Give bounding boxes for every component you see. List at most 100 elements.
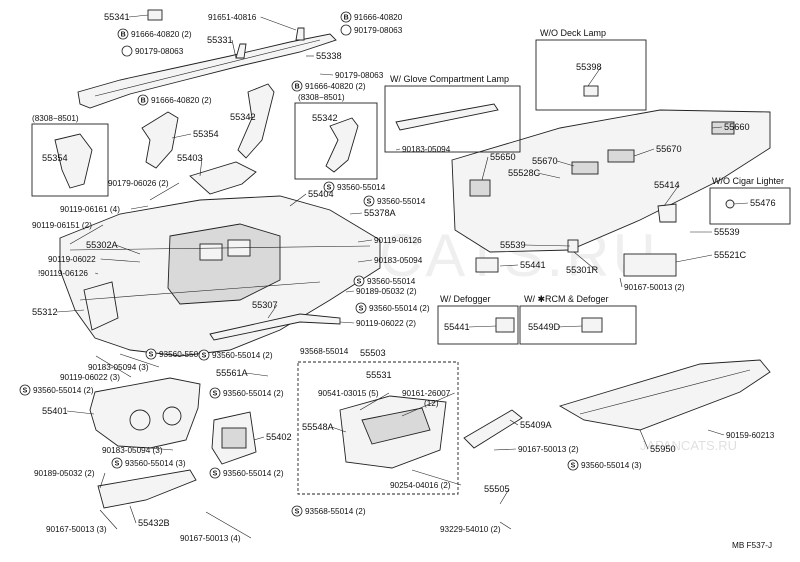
footer-code: MB F537-J bbox=[732, 541, 772, 550]
part-number-label: 90167-50013 (2) bbox=[624, 283, 685, 292]
symbol-letter: S bbox=[359, 306, 364, 313]
part-number-label: 90167-50013 (4) bbox=[180, 534, 241, 543]
part-number-label: 93560-55014 (2) bbox=[223, 389, 284, 398]
leader-line bbox=[349, 212, 363, 215]
bracket-55354 bbox=[141, 111, 179, 169]
part-number-label: 55403 bbox=[177, 153, 203, 163]
symbol-letter: S bbox=[357, 279, 362, 286]
leader-line bbox=[339, 321, 355, 324]
part-number-label: 93560-55014 bbox=[159, 350, 208, 359]
leader-line bbox=[247, 116, 256, 119]
part-number-label: 93560-55014 bbox=[367, 277, 416, 286]
part-number-label: 93560-55014 (2) bbox=[223, 469, 284, 478]
part-number-label: 93560-55014 (3) bbox=[125, 459, 186, 468]
part-number-label: 55414 bbox=[654, 180, 680, 190]
part-number-label: 90179-08063 bbox=[135, 47, 184, 56]
cover-55409A bbox=[463, 409, 523, 449]
part-number-label: 93560-55014 (2) bbox=[33, 386, 94, 395]
part-number-label: 55342 bbox=[312, 113, 338, 123]
leader-line bbox=[260, 16, 297, 31]
part-number-label: 55307 bbox=[252, 300, 278, 310]
symbol-letter: S bbox=[213, 471, 218, 478]
part-number-label: 90254-04016 (2) bbox=[390, 481, 451, 490]
part-number-label: 90119-06022 (2) bbox=[356, 319, 416, 328]
leader-line bbox=[171, 133, 192, 139]
misc-right-parts bbox=[475, 203, 677, 277]
leader-line bbox=[524, 244, 571, 247]
leader-line bbox=[707, 429, 725, 436]
part-number-label: 55354 bbox=[193, 129, 219, 139]
leader-line bbox=[253, 436, 265, 441]
range-box-mid bbox=[294, 102, 378, 180]
leader-line bbox=[100, 258, 141, 263]
part-number-label: 55338 bbox=[316, 51, 342, 61]
leader-line bbox=[149, 182, 180, 201]
symbol-screw-icon bbox=[355, 302, 367, 314]
symbol-letter: S bbox=[213, 391, 218, 398]
part-number-label: 90183-05094 bbox=[374, 256, 423, 265]
symbol-letter: B bbox=[295, 84, 300, 91]
part-number-label: 55441 bbox=[520, 260, 546, 270]
part-number-label: 93560-55014 bbox=[337, 183, 386, 192]
part-number-label: 55409A bbox=[520, 420, 553, 430]
symbol-screw-icon bbox=[209, 467, 221, 479]
part-number-label: 90179-06026 (2) bbox=[108, 179, 169, 188]
symbol-bolt-icon bbox=[117, 28, 129, 40]
symbol-bolt-icon bbox=[137, 94, 149, 106]
part-number-label: 90179-08063 bbox=[335, 71, 384, 80]
part-number-label: 93568-55014 bbox=[300, 347, 349, 356]
part-number-label: 90189-05032 (2) bbox=[356, 287, 417, 296]
part-number-label: 91666-40820 (2) bbox=[131, 30, 192, 39]
leader-line bbox=[468, 325, 497, 328]
part-number-label: 55331 bbox=[207, 35, 233, 45]
leader-line bbox=[587, 66, 602, 87]
part-number-label: 90179-08063 bbox=[354, 26, 403, 35]
symbol-clip-icon bbox=[121, 45, 133, 57]
rail-55307 bbox=[209, 313, 341, 341]
part-number-label: 55441 bbox=[444, 322, 470, 332]
range-label-left: (8308−8501) bbox=[32, 114, 79, 123]
part-number-label: 55301R bbox=[566, 265, 599, 275]
leader-line bbox=[633, 148, 655, 157]
callouts: 5531255331553385534155398554015540255403… bbox=[19, 11, 776, 543]
leader-line bbox=[319, 73, 334, 76]
rcm-defogger-title: W/ ✱RCM & Defoger bbox=[524, 294, 609, 304]
part-number-label: 90541-03015 (5) bbox=[318, 389, 379, 398]
symbol-letter: S bbox=[367, 199, 372, 206]
cigar-lighter-title: W/O Cigar Lighter bbox=[712, 176, 784, 186]
part-number-label: 55302A bbox=[86, 240, 119, 250]
watermark-small: JAPANCATS.RU bbox=[640, 438, 737, 453]
leader-line bbox=[129, 505, 137, 524]
cigar-lighter-box: W/O Cigar Lighter bbox=[709, 176, 791, 225]
part-number-label: 55539 bbox=[500, 240, 526, 250]
symbol-screw-icon bbox=[363, 195, 375, 207]
part-number-label: 55402 bbox=[266, 432, 292, 442]
part-number-label: 93229-54010 (2) bbox=[440, 525, 501, 534]
part-number-label: 90119-06126 bbox=[374, 236, 422, 245]
part-number-label: !90119-06126 bbox=[38, 269, 88, 278]
cover-55402 bbox=[211, 411, 257, 465]
leader-line bbox=[395, 148, 401, 151]
defogger-title: W/ Defogger bbox=[440, 294, 491, 304]
leader-line bbox=[509, 419, 519, 426]
symbol-screw-icon bbox=[291, 505, 303, 517]
symbol-screw-icon bbox=[111, 457, 123, 469]
part-number-label: 91666-40820 bbox=[354, 13, 403, 22]
leader-line bbox=[357, 259, 373, 263]
bracket-55342-a bbox=[237, 83, 275, 159]
part-number-label: 90119-06161 (4) bbox=[60, 205, 120, 214]
part-number-label: 55312 bbox=[32, 307, 58, 317]
leader-line bbox=[499, 264, 519, 267]
symbol-bolt-icon bbox=[291, 80, 303, 92]
symbol-letter: S bbox=[23, 388, 28, 395]
leader-line bbox=[95, 355, 132, 378]
part-number-label: 55531 bbox=[366, 370, 392, 380]
leader-line bbox=[99, 472, 106, 489]
lower-panel-55401 bbox=[89, 377, 201, 449]
leader-line bbox=[499, 521, 512, 530]
part-number-label: 55521C bbox=[714, 250, 747, 260]
symbol-letter: S bbox=[149, 352, 154, 359]
leader-line bbox=[573, 251, 596, 271]
leader-line bbox=[663, 184, 680, 207]
